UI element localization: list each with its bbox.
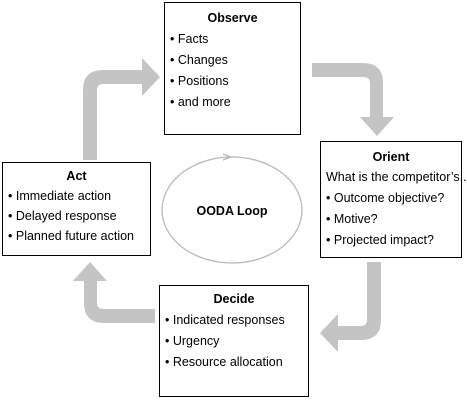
decide-list: Indicated responses Urgency Resource all… xyxy=(160,312,308,370)
arrow-act-to-observe xyxy=(83,58,160,160)
decide-item: Indicated responses xyxy=(165,312,308,328)
act-title: Act xyxy=(66,169,87,183)
orient-item: Projected impact? xyxy=(326,232,461,248)
act-item: Planned future action xyxy=(8,228,150,244)
arrow-observe-to-orient xyxy=(312,63,394,136)
decide-item: Resource allocation xyxy=(165,354,308,370)
observe-item: and more xyxy=(170,94,300,110)
observe-item: Changes xyxy=(170,52,300,68)
arrow-orient-to-decide xyxy=(320,262,381,352)
observe-item: Facts xyxy=(170,31,300,47)
arrow-decide-to-act xyxy=(73,262,155,323)
act-item: Delayed response xyxy=(8,208,150,224)
orient-title: Orient xyxy=(372,150,410,164)
observe-title: Observe xyxy=(207,11,258,25)
decide-title: Decide xyxy=(213,292,255,306)
observe-list: Facts Changes Positions and more xyxy=(165,31,300,110)
ooda-loop-label: OODA Loop xyxy=(196,204,268,218)
orient-item: Motive? xyxy=(326,211,461,227)
orient-subtitle: What is the competitor’s... xyxy=(326,170,467,184)
observe-box: Observe Facts Changes Positions and more xyxy=(164,2,301,135)
observe-item: Positions xyxy=(170,73,300,89)
orient-list: Outcome objective? Motive? Projected imp… xyxy=(321,190,461,248)
orient-box: Orient What is the competitor’s... Outco… xyxy=(320,141,467,258)
decide-item: Urgency xyxy=(165,333,308,349)
loop-arrowhead-icon xyxy=(222,153,233,161)
act-list: Immediate action Delayed response Planne… xyxy=(3,188,150,244)
act-item: Immediate action xyxy=(8,188,150,204)
orient-item: Outcome objective? xyxy=(326,190,461,206)
decide-box: Decide Indicated responses Urgency Resou… xyxy=(159,285,309,397)
act-box: Act Immediate action Delayed response Pl… xyxy=(2,162,151,256)
